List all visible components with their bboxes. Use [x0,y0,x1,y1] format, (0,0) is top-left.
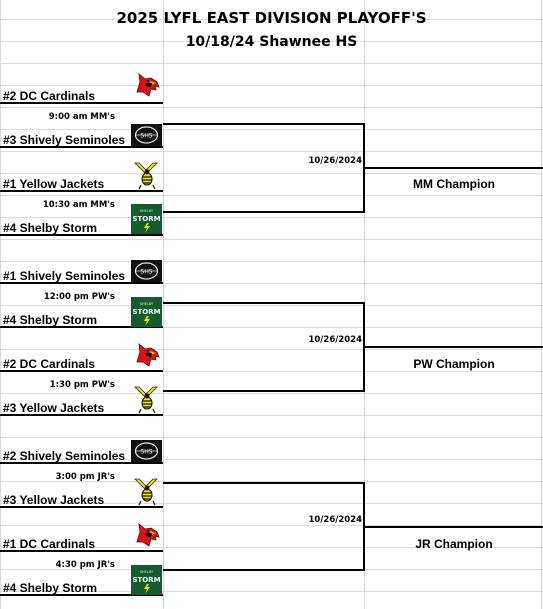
yellow-jacket-logo-icon [131,476,162,506]
bracket-line [0,190,163,192]
cardinal-logo-icon [131,340,162,370]
bracket-line [163,123,365,125]
bracket-line [163,482,365,484]
team-name[interactable]: #4 Shelby Storm [3,313,98,327]
svg-text:SHS: SHS [140,449,152,456]
seminoles-logo-icon: SHS [131,124,162,146]
yellow-jacket-logo-icon [131,384,162,414]
team-name[interactable]: #3 Yellow Jackets [3,493,105,507]
bracket-line [0,414,163,416]
team-name[interactable]: #3 Yellow Jackets [3,401,105,415]
bracket-line [0,594,163,596]
team-name[interactable]: #3 Shively Seminoles [3,133,126,147]
storm-logo-icon: SHELBY STORM [131,297,162,327]
page-title: 2025 LYFL EAST DIVISION PLAYOFF'S [116,9,427,27]
team-name[interactable]: #2 Shively Seminoles [3,449,126,463]
storm-logo-icon: SHELBY STORM [131,204,162,234]
team-name[interactable]: #1 DC Cardinals [3,537,96,551]
game-time: 10:30 am MM's [42,200,115,210]
bracket-line [365,167,543,169]
final-date: 10/26/2024 [308,515,362,525]
bracket-line [363,482,365,571]
bracket-line [0,462,163,464]
bracket-line [365,346,543,348]
seminoles-logo-icon: SHS [131,260,162,282]
bracket-line [0,370,163,372]
team-name[interactable]: #1 Shively Seminoles [3,269,126,283]
cardinal-logo-icon [131,520,162,550]
champion-label: MM Champion [413,177,495,191]
bracket-line [0,282,163,284]
bracket-line [163,302,365,304]
team-name[interactable]: #2 DC Cardinals [3,89,96,103]
game-time: 9:00 am MM's [48,112,115,122]
final-date: 10/26/2024 [308,156,362,166]
champion-label: PW Champion [413,357,495,371]
page-subtitle: 10/18/24 Shawnee HS [185,34,358,50]
svg-text:SHELBY: SHELBY [140,209,154,213]
bracket-line [163,390,365,392]
yellow-jacket-logo-icon [131,160,162,190]
team-name[interactable]: #2 DC Cardinals [3,357,96,371]
bracket-line [363,123,365,213]
grid-column-line [541,0,542,609]
bracket-line [163,569,365,571]
svg-text:SHELBY: SHELBY [140,302,154,306]
grid-column-line [163,0,164,609]
bracket-line [0,550,163,552]
bracket-line [163,211,365,213]
final-date: 10/26/2024 [308,335,362,345]
svg-text:STORM: STORM [132,308,160,316]
svg-text:SHS: SHS [140,269,152,276]
game-time: 12:00 pm PW's [43,292,115,302]
champion-label: JR Champion [415,537,493,551]
seminoles-logo-icon: SHS [131,440,162,462]
svg-text:STORM: STORM [132,215,160,223]
bracket-line [365,526,543,528]
team-name[interactable]: #4 Shelby Storm [3,221,98,235]
game-time: 3:00 pm JR's [55,472,115,482]
svg-text:SHS: SHS [140,133,152,140]
bracket-line [363,302,365,392]
storm-logo-icon: SHELBY STORM [131,565,162,595]
bracket-line [0,326,163,328]
game-time: 1:30 pm PW's [49,380,115,390]
team-name[interactable]: #4 Shelby Storm [3,581,98,595]
cardinal-logo-icon [131,70,162,100]
svg-text:STORM: STORM [132,576,160,584]
game-time: 4:30 pm JR's [55,560,115,570]
svg-text:SHELBY: SHELBY [140,570,154,574]
bracket-line [0,234,163,236]
bracket-line [0,506,163,508]
bracket-line [0,102,163,104]
bracket-line [0,146,163,148]
team-name[interactable]: #1 Yellow Jackets [3,177,105,191]
